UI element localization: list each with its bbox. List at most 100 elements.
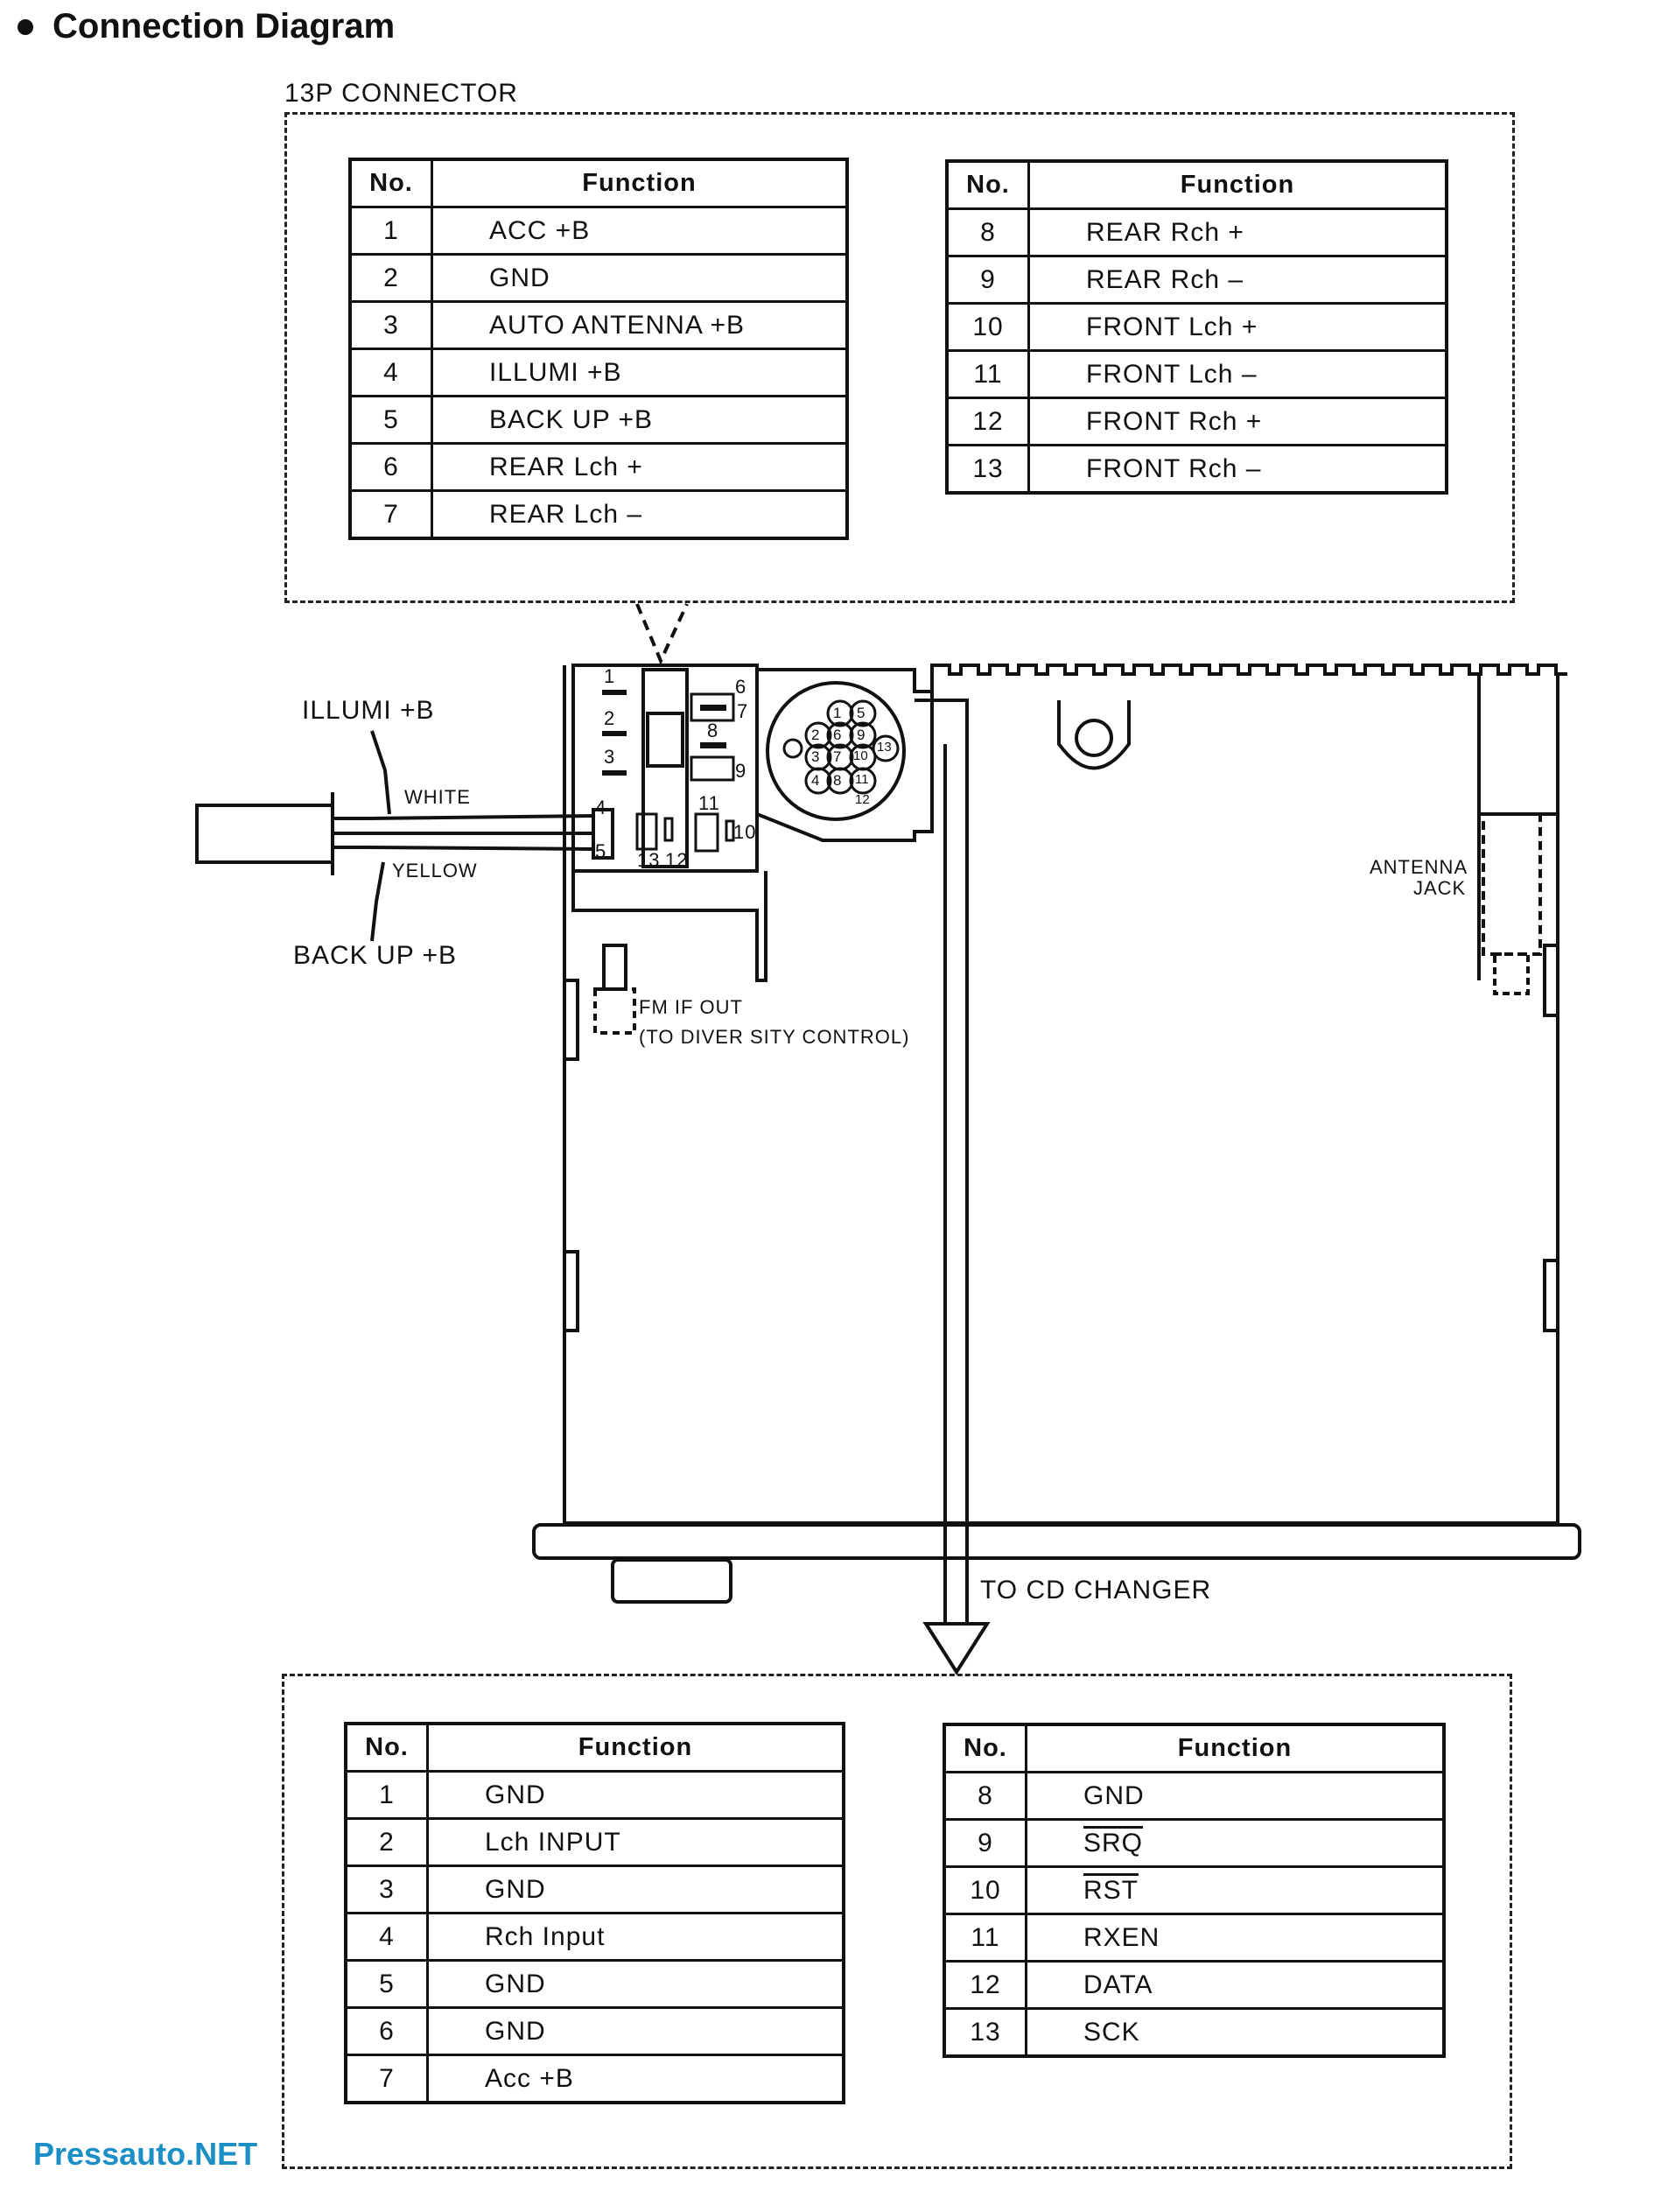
pin-no: 5 [348, 395, 433, 445]
pin-function: GND [1025, 1771, 1446, 1821]
pin-function: Rch Input [426, 1912, 845, 1962]
top-dashed-box [284, 112, 1515, 603]
header-no: No. [348, 158, 433, 208]
pin-no: 3 [348, 300, 433, 350]
watermark-logo: Pressauto.NET [33, 2136, 258, 2172]
bottom-dashed-box [282, 1674, 1512, 2169]
pin-function: GND [426, 1770, 845, 1820]
pin-no: 9 [943, 1818, 1027, 1868]
pin-function: GND [431, 253, 849, 303]
fm-if-out-label: FM IF OUT [639, 996, 743, 1018]
pin-function: GND [426, 2006, 845, 2056]
pin-function: FRONT Rch – [1027, 444, 1448, 495]
block-pin-6: 6 [735, 676, 747, 698]
round-pin-5: 5 [857, 705, 866, 721]
header-no: No. [943, 1723, 1027, 1773]
block-pin-7: 7 [737, 700, 749, 722]
round-pin-4: 4 [811, 772, 820, 789]
pin-no: 6 [348, 442, 433, 492]
bullet-icon [18, 18, 33, 35]
pin-function: REAR Lch – [431, 489, 849, 540]
round-pin-11: 11 [855, 772, 869, 787]
illumi-label: ILLUMI +B [302, 696, 435, 725]
pin-no: 12 [943, 1960, 1027, 2010]
pin-function: ACC +B [431, 206, 849, 256]
pin-no: 10 [943, 1865, 1027, 1915]
header-function: Function [1027, 159, 1448, 210]
round-pin-8: 8 [833, 772, 842, 789]
pin-no: 8 [943, 1771, 1027, 1821]
white-wire-label: WHITE [404, 786, 471, 808]
pin-function: Acc +B [426, 2054, 845, 2104]
pin-function: REAR Lch + [431, 442, 849, 492]
pin-no: 2 [348, 253, 433, 303]
header-function: Function [426, 1722, 845, 1773]
pin-no: 3 [344, 1864, 429, 1914]
backup-label: BACK UP +B [293, 941, 458, 970]
round-pin-12: 12 [855, 792, 870, 807]
round-pin-2: 2 [811, 727, 820, 743]
pin-no: 13 [945, 444, 1030, 495]
pin-function: RXEN [1025, 1913, 1446, 1963]
block-pin-9: 9 [735, 760, 747, 782]
round-pin-7: 7 [833, 748, 842, 765]
pin-no: 8 [945, 207, 1030, 257]
block-pin-2: 2 [604, 707, 616, 729]
block-pin-3: 3 [604, 746, 616, 768]
pin-no: 7 [348, 489, 433, 540]
round-pin-9: 9 [857, 727, 866, 743]
pin-no: 9 [945, 255, 1030, 305]
header-function: Function [1025, 1723, 1446, 1773]
block-pin-10: 10 [733, 821, 757, 843]
to-cd-changer-label: TO CD CHANGER [980, 1576, 1212, 1605]
pin-no: 12 [945, 397, 1030, 446]
pin-no: 1 [348, 206, 433, 256]
round-pin-3: 3 [811, 748, 820, 765]
round-pin-10: 10 [853, 748, 868, 763]
block-pin-5: 5 [595, 840, 607, 862]
pin-function: REAR Rch + [1027, 207, 1448, 257]
round-pin-13: 13 [877, 740, 892, 755]
pin-function: GND [426, 1959, 845, 2009]
pin-function: RST [1025, 1865, 1446, 1915]
pin-no: 7 [344, 2054, 429, 2104]
pin-function: BACK UP +B [431, 395, 849, 445]
block-pin-11: 11 [698, 792, 720, 814]
pin-function: ILLUMI +B [431, 348, 849, 397]
pin-function: SCK [1025, 2007, 1446, 2058]
header-no: No. [945, 159, 1030, 210]
round-pin-1: 1 [833, 705, 842, 721]
pin-function: DATA [1025, 1960, 1446, 2010]
pin-no: 6 [344, 2006, 429, 2056]
pin-function: FRONT Lch – [1027, 349, 1448, 399]
diagram-title: Connection Diagram [18, 7, 395, 46]
pin-no: 4 [344, 1912, 429, 1962]
jack-label: JACK [1413, 877, 1467, 899]
block-pin-13: 13 [637, 849, 661, 871]
block-pin-1: 1 [604, 665, 616, 687]
pin-function: REAR Rch – [1027, 255, 1448, 305]
